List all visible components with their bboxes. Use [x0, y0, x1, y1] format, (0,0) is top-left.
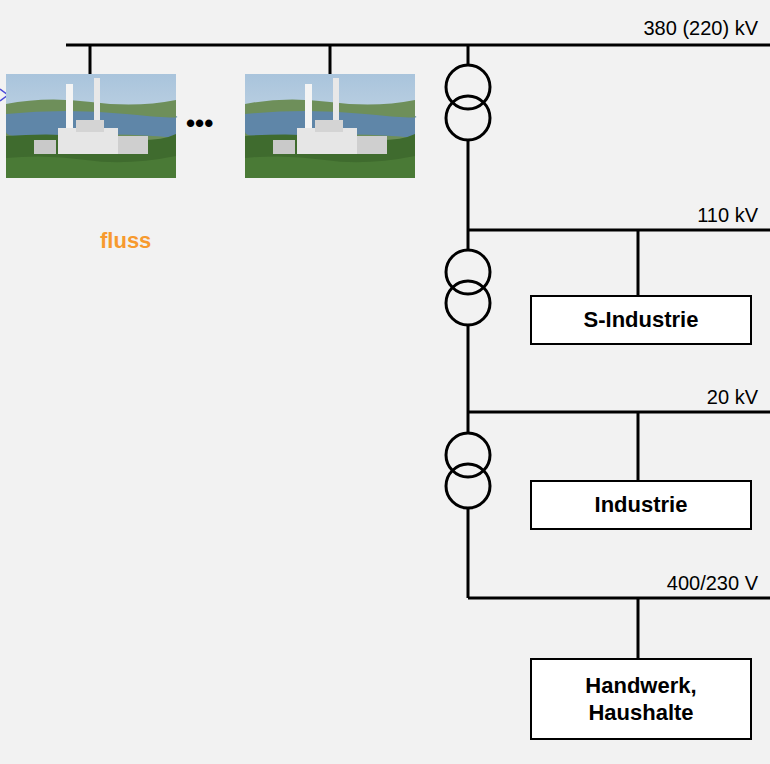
feeder-line [637, 412, 640, 480]
feeder-line [329, 45, 332, 74]
trunk-line [467, 508, 470, 598]
transformer-symbol [446, 65, 490, 140]
power-plant-photo [6, 74, 177, 178]
bus-400v [468, 597, 770, 600]
bus-380kv [66, 44, 770, 47]
trunk-line [467, 140, 470, 250]
transformer-symbol [446, 433, 490, 508]
consumer-box: Handwerk, Haushalte [530, 658, 752, 740]
transformer-symbol [446, 250, 490, 325]
voltage-label: 20 kV [707, 385, 758, 409]
bus-110kv [468, 229, 770, 232]
box-text: Handwerk, Haushalte [566, 672, 716, 727]
ellipsis-dots: ••• [186, 108, 213, 139]
feeder-line [637, 598, 640, 658]
box-text: S-Industrie [584, 306, 699, 334]
flow-label: fluss [100, 228, 151, 254]
consumer-box: S-Industrie [530, 295, 752, 345]
power-plant-photo [245, 74, 416, 178]
bus-20kv [468, 411, 770, 414]
feeder-line [637, 230, 640, 295]
voltage-label: 110 kV [697, 203, 758, 227]
trunk-line [467, 45, 470, 65]
consumer-box: Industrie [530, 480, 752, 530]
feeder-line [89, 45, 92, 74]
box-text: Industrie [595, 491, 688, 519]
voltage-label: 400/230 V [667, 571, 758, 595]
voltage-label: 380 (220) kV [643, 16, 758, 40]
trunk-line [467, 325, 470, 433]
